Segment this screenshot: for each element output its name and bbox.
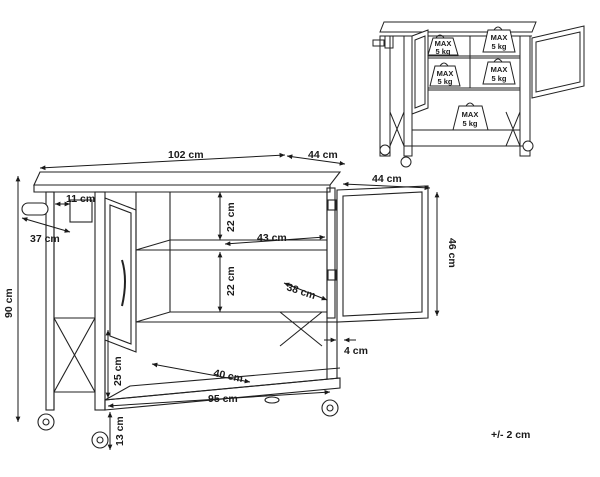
weight-value-4: 5 kg xyxy=(491,74,506,83)
dim-shelf-depth: 38 cm xyxy=(285,281,317,302)
weight-label-1: MAX xyxy=(435,39,452,48)
dim-bottom-clearance: 25 cm xyxy=(112,356,124,386)
weight-icon-1: MAX 5 kg xyxy=(427,34,459,56)
dim-shelf-upper-height: 22 cm xyxy=(225,202,237,232)
dim-bottom-depth: 40 cm xyxy=(212,367,244,385)
dim-shelf-lower-height: 22 cm xyxy=(225,266,237,296)
weight-label-3: MAX xyxy=(437,69,454,78)
dim-depth-total: 44 cm xyxy=(308,149,338,161)
weight-label-4: MAX xyxy=(491,65,508,74)
dim-inner-width: 95 cm xyxy=(208,393,238,405)
dim-leg-gap: 4 cm xyxy=(344,345,368,357)
weight-value-5: 5 kg xyxy=(462,119,477,128)
weight-label-2: MAX xyxy=(491,33,508,42)
dim-shelf-width: 43 cm xyxy=(257,232,287,244)
weight-icon-5: MAX 5 kg xyxy=(452,102,489,131)
dim-width-total: 102 cm xyxy=(168,149,204,161)
dim-handle-offset: 11 cm xyxy=(66,193,95,205)
dim-door-height: 46 cm xyxy=(446,238,458,268)
dim-height-total: 90 cm xyxy=(3,288,15,318)
load-diagram-cart xyxy=(372,21,585,168)
weight-icon-2: MAX 5 kg xyxy=(482,26,516,53)
dim-door-width: 44 cm xyxy=(372,173,402,185)
weight-icon-4: MAX 5 kg xyxy=(482,58,516,85)
dim-handle-length: 37 cm xyxy=(30,233,60,245)
weight-label-5: MAX xyxy=(462,110,479,119)
tolerance-note: +/- 2 cm xyxy=(491,429,530,441)
dimension-lines xyxy=(15,152,440,450)
weight-value-1: 5 kg xyxy=(435,47,450,56)
weight-value-3: 5 kg xyxy=(437,77,452,86)
dim-wheel-height: 13 cm xyxy=(114,416,126,446)
weight-icon-3: MAX 5 kg xyxy=(429,62,461,87)
weight-value-2: 5 kg xyxy=(491,42,506,51)
